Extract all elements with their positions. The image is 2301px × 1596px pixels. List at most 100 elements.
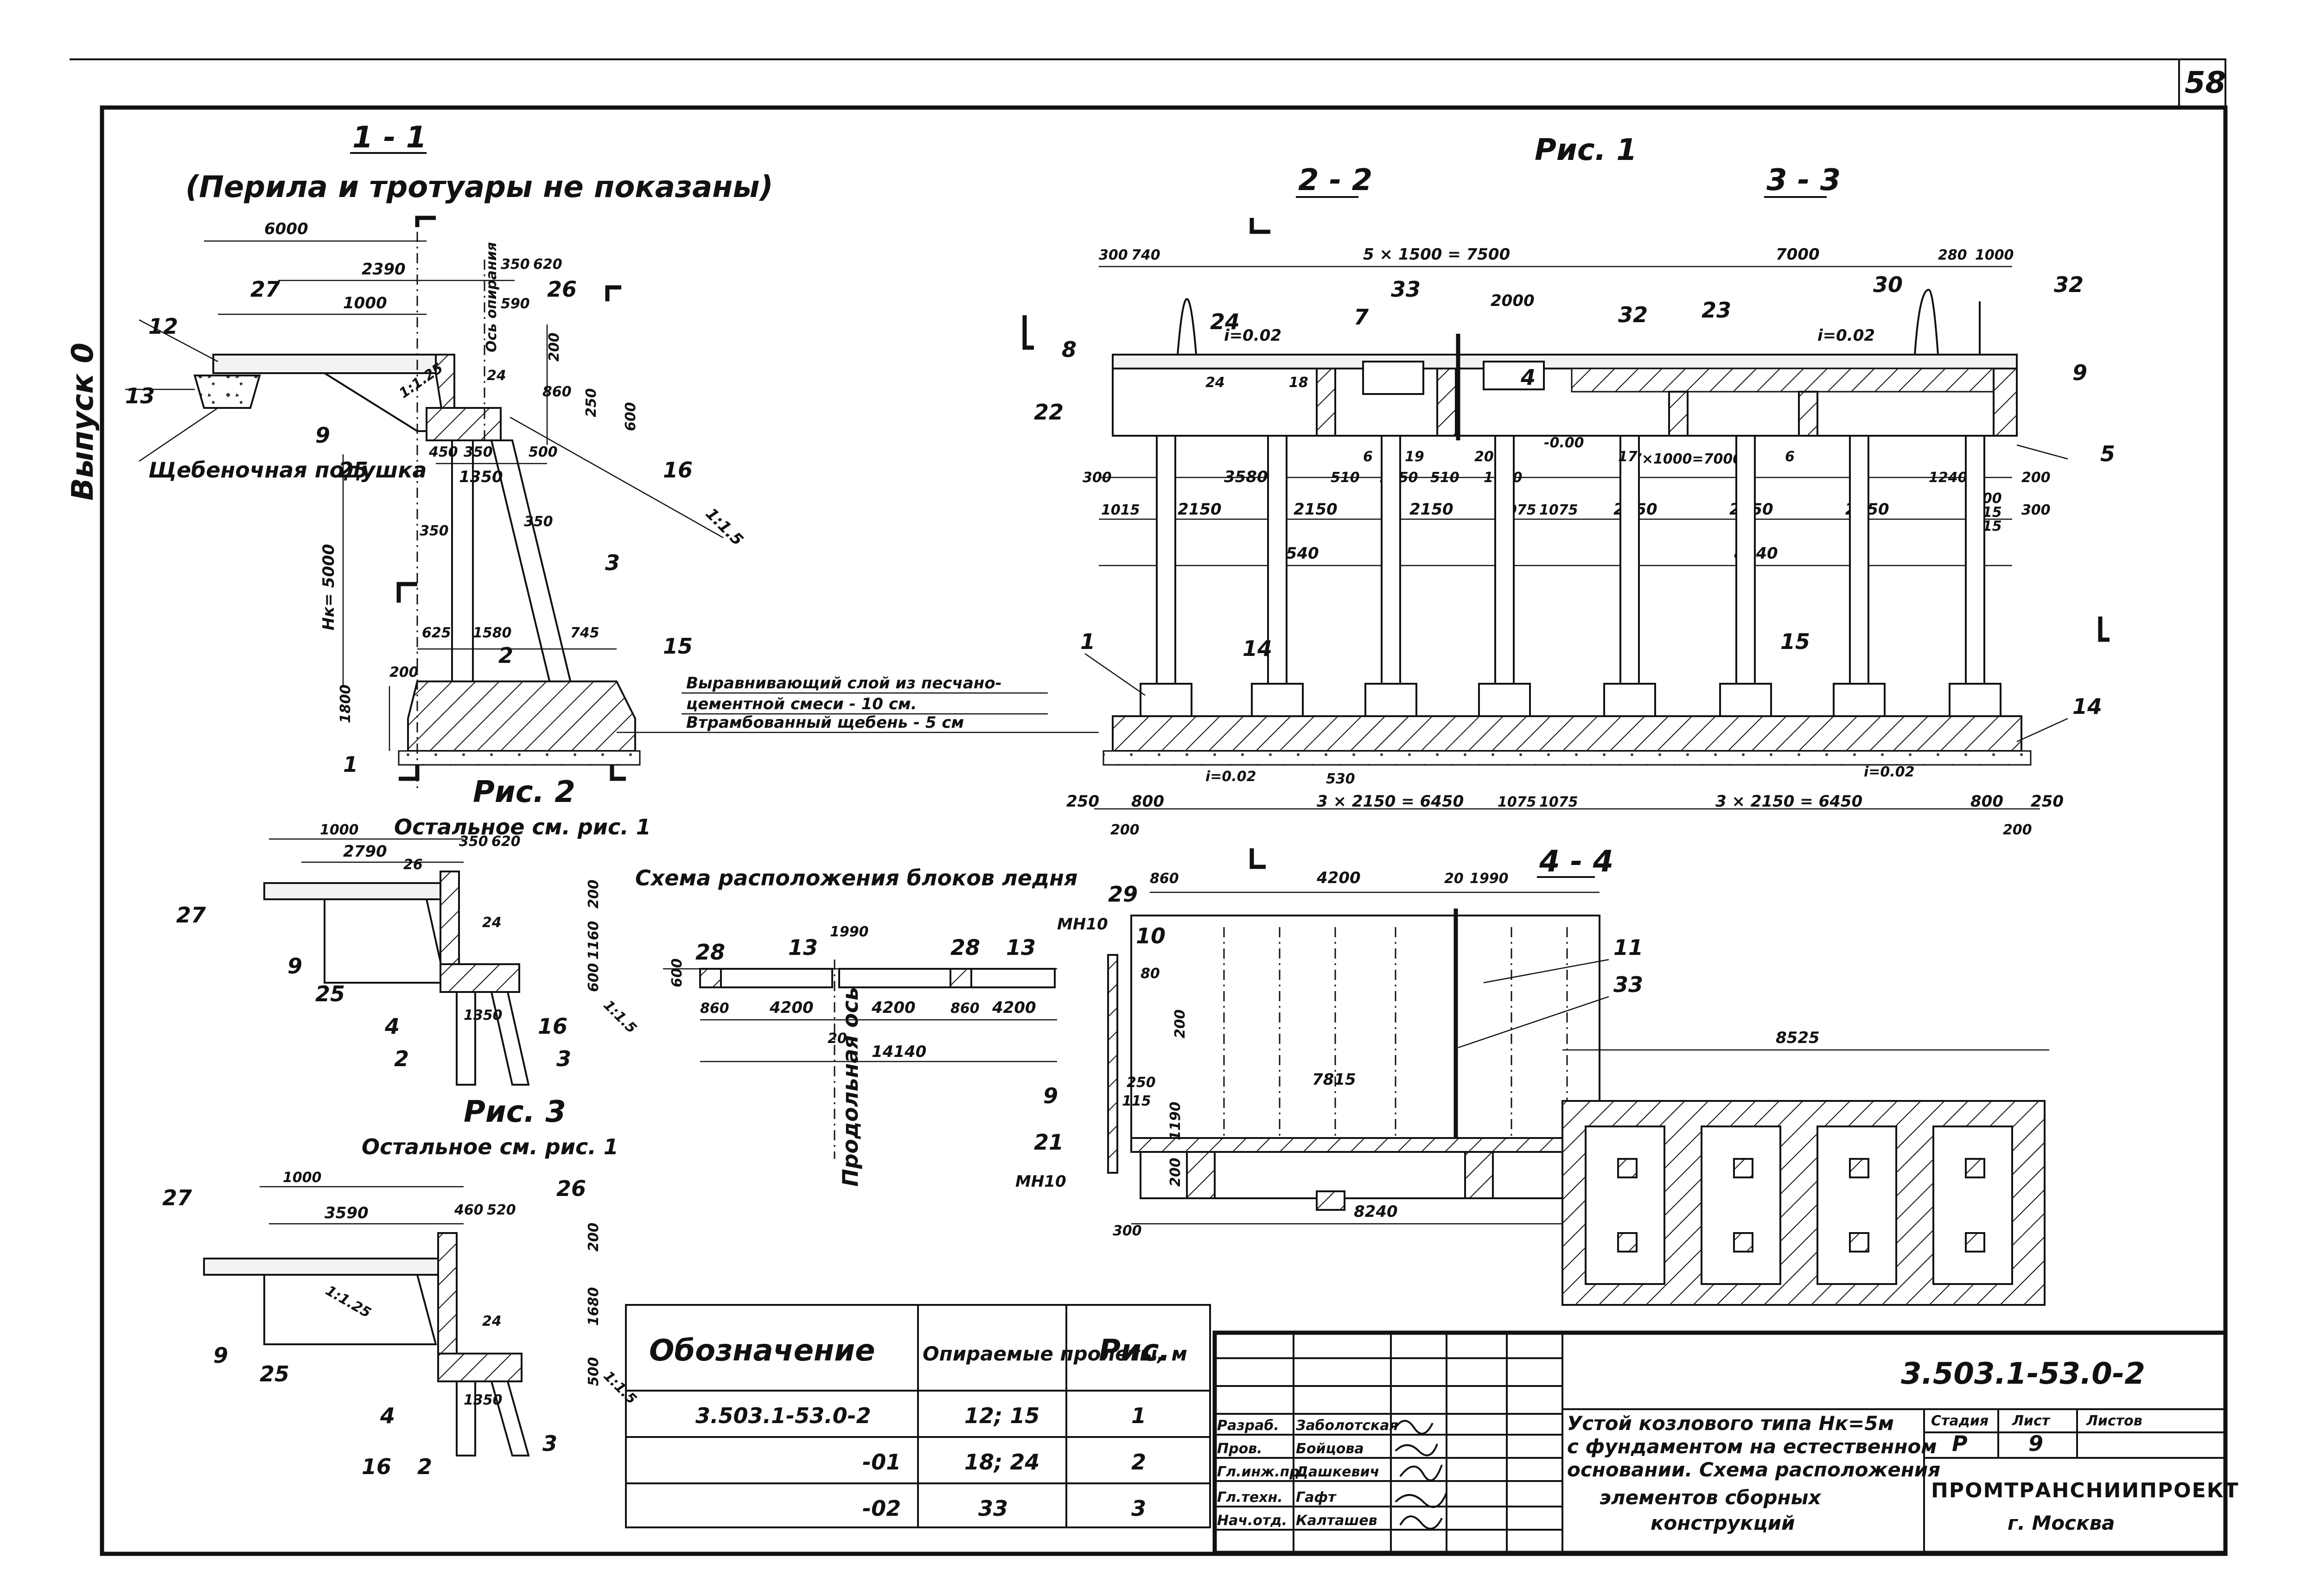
plan-c11: 11 [1613,935,1643,960]
fig3-dim-0: 1000 [283,1170,322,1186]
dim-top-6: 1000 [1975,247,2014,263]
table-r2-c0: -02 [862,1496,901,1521]
dim-mid-2: 510 [1331,470,1360,486]
ice-c29: 28 [695,940,725,965]
fig3-dim-7: 1350 [464,1392,503,1408]
fig2-dim-0: 1000 [320,822,359,838]
axis-label: Ось опирания [484,242,500,352]
table-r0-c2: 1 [1131,1403,1146,1428]
callout-14: 14 [1243,636,1272,661]
ice-dim-0: 600 [669,958,685,987]
callout-9: 9 [2072,360,2087,385]
dim-bottom-9: 200 [2003,822,2032,838]
staff-role-0: Разраб. [1217,1418,1279,1434]
footing [407,680,636,752]
callout-9a: 9 [315,423,330,448]
signature-4 [1399,1515,1443,1530]
callout-31: 32 [2054,272,2084,297]
fig2-c2: 2 [394,1046,409,1071]
dim-mid-0: 300 [1083,470,1112,486]
dim-1-1-8: 250 [583,388,599,417]
dim-1-1-2: 350 [501,256,530,273]
fig2-c4: 4 [384,1014,400,1039]
sheet-header: Лист [2012,1413,2051,1429]
fig3-dim-3: 520 [487,1202,516,1218]
fig1-title: Рис. 1 [1535,133,1637,167]
dim-1-1-19: 200 [389,664,419,680]
callout-15a: 15 [663,634,693,659]
ice-c28: 28 [950,935,980,960]
leveling-layer-3: Втрамбованный щебень - 5 см [686,713,964,732]
leveling-layer-1: Выравнивающий слой из песчано- [686,674,1002,693]
stage-value: Р [1952,1431,1968,1456]
designation-table: Обозначение Опираемые пролеты, м Рис. 3.… [625,1304,1211,1528]
title-line-4: конструкций [1651,1512,1795,1534]
fig3-subtitle: Остальное см. рис. 1 [362,1134,618,1159]
table-r2-c2: 3 [1131,1496,1146,1521]
plan-4-4: 860 4200 20 1990 7815 8240 300 250 115 1… [1015,869,2049,1306]
fig3-dim-1: 3590 [325,1204,369,1222]
fig3-title: Рис. 3 [464,1095,566,1129]
sheets-header: Листов [2086,1413,2142,1429]
callout-24: 24 [1205,375,1225,391]
dim-1-1-0: 6000 [264,220,308,238]
foundation-slab [1112,715,2022,752]
dim-1-1-15: 350 [524,514,553,530]
title-line-2: основании. Схема расположения [1567,1458,1940,1481]
ice-scheme-title: Схема расположения блоков ледня [635,865,1077,890]
column-sockets [1140,683,2001,717]
plan-c33: 33 [1613,972,1643,997]
figure-3: Рис. 3 Остальное см. рис. 1 1000 3590 46… [162,1095,640,1479]
table-r0-c1: 12; 15 [964,1403,1039,1428]
plan-c29: 29 [1108,882,1138,907]
ice-cutter-plan [1130,915,1600,1148]
dim-1-1-16: 625 [422,625,451,641]
fig2-c9: 9 [287,954,302,979]
dim-row2-1: 2150 [1178,500,1222,519]
fig2-c3: 3 [556,1046,571,1071]
dim-top-1: 740 [1131,247,1160,263]
dim-1-1-14: 350 [420,523,449,539]
dim-top-2: 5 × 1500 = 7500 [1363,245,1510,264]
fig3-c2: 2 [417,1454,432,1479]
callout-6a: 6 [1363,449,1373,465]
staff-name-1: Бойцова [1296,1441,1364,1457]
dim-bottom-8: 200 [1110,822,1140,838]
dim-bottom-1: 800 [1131,792,1164,811]
table-r1-c0: -01 [862,1450,901,1475]
fig2-c25: 25 [315,981,345,1006]
ice-axis: Продольная ось [838,987,863,1187]
org-name: ПРОМТРАНСНИИПРОЕКТ [1931,1479,2239,1502]
ice-dim-3: 20 [828,1030,847,1047]
callout-11a: 12 [148,314,178,339]
staff-role-3: Гл.техн. [1217,1489,1283,1506]
ice-dim-1: 860 [700,1000,729,1017]
dim-row2-10: 300 [2021,502,2051,518]
fig2-c27: 27 [176,903,206,928]
dim-mid-6: 7×1000=7000 [1632,451,1742,467]
dim-mid-8: 200 [2021,470,2051,486]
fig3-dim-2: 460 [454,1202,484,1218]
deck-slab [212,354,446,374]
foundation-cells [1585,1125,2013,1285]
slope-left: i=0.02 [1224,326,1281,345]
dim-1-1-1: 2390 [362,260,406,279]
dim-top-3: 2000 [1491,292,1535,310]
dim-1-1-12: 500 [529,444,558,460]
staff-name-3: Гафт [1296,1489,1337,1506]
figure-2: Рис. 2 Остальное см. рис. 1 1000 2790 35… [176,775,651,1086]
ice-block-scheme: Схема расположения блоков ледня 600 860 … [635,865,1077,1187]
note-no-railings: (Перила и тротуары не показаны) [185,170,773,204]
title-line-3: элементов сборных [1600,1486,1822,1509]
table-r2-c1: 33 [978,1496,1008,1521]
dim-bottom-6: 800 [1970,792,2003,811]
staff-name-2: Дашкевич [1295,1464,1379,1480]
dim-top-5: 280 [1938,247,1967,263]
fig2-dim-4: 200 [586,879,602,909]
ice-dim-8: 14140 [872,1043,926,1061]
plan-dim-top-2: 20 [1444,871,1464,887]
dim-row2-2: 2150 [1294,500,1338,519]
plan-dim-top-1: 4200 [1316,869,1361,887]
callout-27a: 27 [250,277,280,302]
dim-bottom-11: -0.00 [1544,435,1584,451]
